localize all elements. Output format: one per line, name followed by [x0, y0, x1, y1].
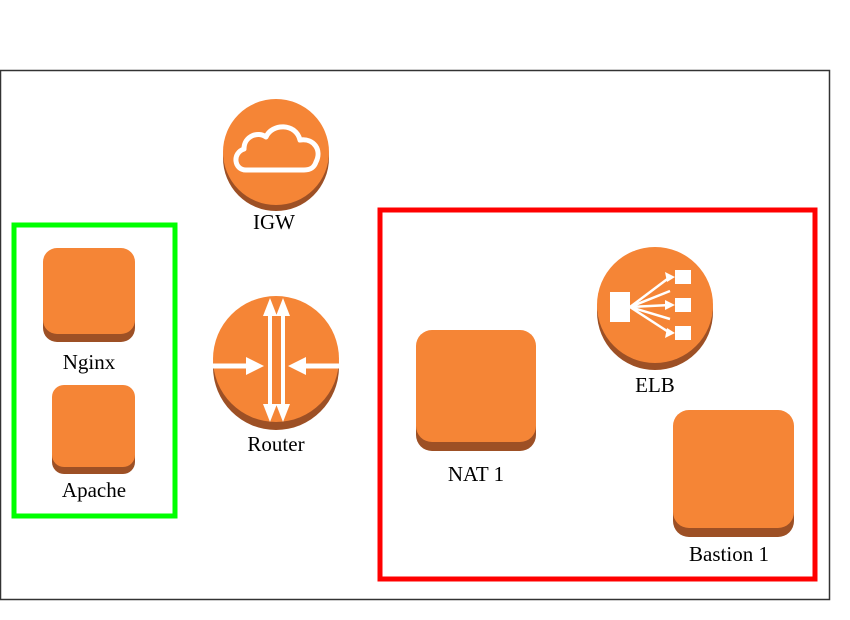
router-label: Router: [247, 432, 304, 456]
nat1-node[interactable]: NAT 1: [416, 330, 536, 486]
bastion1-label: Bastion 1: [689, 542, 769, 566]
cloud-icon: [223, 99, 329, 211]
instance-icon: [43, 248, 135, 342]
red-group-boundary: [377, 207, 818, 582]
router-icon: [213, 296, 339, 430]
nat1-label: NAT 1: [448, 462, 504, 486]
igw-label: IGW: [253, 210, 295, 234]
apache-node[interactable]: Apache: [52, 385, 135, 502]
nginx-node[interactable]: Nginx: [43, 248, 135, 374]
apache-label: Apache: [62, 478, 126, 502]
nginx-label: Nginx: [63, 350, 116, 374]
diagram-frame: [0, 69, 831, 601]
instance-icon: [673, 410, 794, 537]
load-balancer-icon: [597, 247, 713, 370]
elb-node[interactable]: ELB: [597, 247, 713, 397]
elb-label: ELB: [635, 373, 675, 397]
igw-node[interactable]: IGW: [223, 99, 329, 234]
bastion1-node[interactable]: Bastion 1: [673, 410, 794, 566]
green-group-boundary: [11, 222, 178, 519]
router-node[interactable]: Router: [213, 296, 339, 456]
instance-icon: [52, 385, 135, 474]
instance-icon: [416, 330, 536, 451]
